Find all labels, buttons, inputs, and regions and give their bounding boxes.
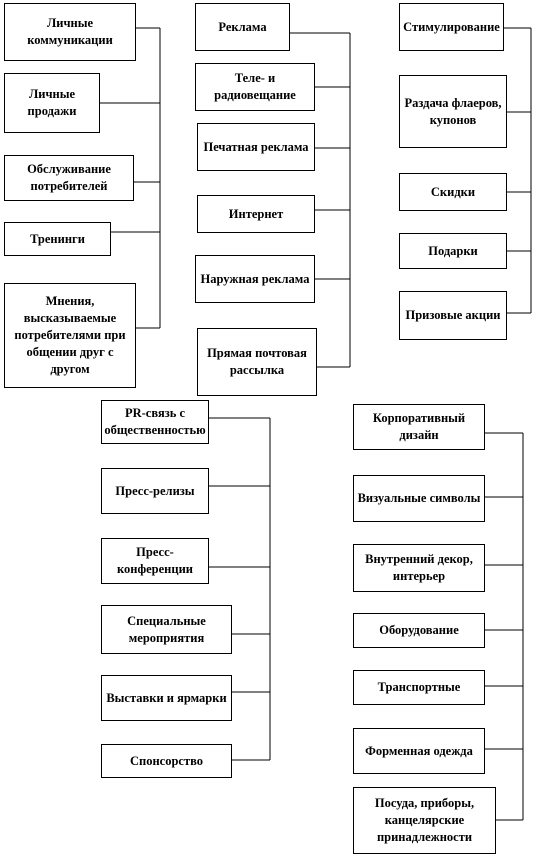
- personal-item-box-1: Личные продажи: [4, 73, 100, 133]
- advertising-item-box-3: Интернет: [197, 195, 315, 233]
- corporate-head-box: Корпоративный дизайн: [353, 404, 485, 450]
- stimulation-item-box-3: Подарки: [399, 233, 507, 269]
- pr-item-box-3: Специальные мероприятия: [101, 605, 232, 654]
- corporate-item-label: Внутренний декор, интерьер: [365, 552, 473, 583]
- stimulation-item-label: Раздача флаеров, купонов: [404, 95, 502, 127]
- stimulation-item-label: Скидки: [430, 184, 476, 199]
- corporate-item-label: Визуальные символы: [357, 491, 481, 506]
- corporate-item-label: Форменная одежда: [365, 743, 473, 758]
- stimulation-item-label: Призовые акции: [405, 308, 501, 323]
- pr-item-label: Специальные мероприятия: [127, 613, 206, 645]
- advertising-item-label: Печатная реклама: [203, 139, 309, 154]
- personal-item-box-4: Мнения, высказываемые потребителями при …: [4, 283, 136, 388]
- corporate-item-label: Транспортные: [377, 680, 461, 695]
- advertising-item-box-5: Прямая почтовая рассылка: [197, 328, 317, 396]
- personal-item-label: Мнения, высказываемые потребителями при …: [14, 294, 126, 376]
- personal-item-label: Личные продажи: [27, 87, 77, 118]
- corporate-item-box-2: Внутренний декор, интерьер: [353, 544, 485, 592]
- corporate-item-box-4: Транспортные: [353, 670, 485, 705]
- corporate-item-box-6: Посуда, приборы, канцелярские принадлежн…: [353, 787, 496, 854]
- stimulation-item-box-2: Скидки: [399, 173, 507, 211]
- stimulation-item-label: Подарки: [428, 243, 478, 258]
- pr-item-box-1: Пресс-релизы: [101, 468, 209, 514]
- pr-item-box-5: Спонсорство: [101, 744, 232, 778]
- corporate-item-box-5: Форменная одежда: [353, 728, 485, 774]
- personal-item-label: Тренинги: [30, 231, 85, 246]
- corporate-item-label: Посуда, приборы, канцелярские принадлежн…: [374, 796, 475, 844]
- pr-item-box-4: Выставки и ярмарки: [101, 675, 232, 721]
- corporate-item-label: Оборудование: [379, 623, 459, 638]
- advertising-item-label: Теле- и радиовещание: [214, 71, 296, 102]
- pr-item-label: Пресс-конференции: [117, 545, 193, 576]
- advertising-item-box-4: Наружная реклама: [195, 255, 315, 303]
- pr-head-box: PR-связь с общественностью: [101, 400, 209, 444]
- pr-item-label: Пресс-релизы: [115, 483, 195, 498]
- advertising-item-label: Наружная реклама: [200, 271, 310, 286]
- personal-item-label: Обслуживание потребителей: [27, 162, 111, 193]
- pr-item-label: Выставки и ярмарки: [106, 690, 227, 705]
- corporate-item-box-3: Оборудование: [353, 613, 485, 648]
- stimulation-item-box-1: Раздача флаеров, купонов: [399, 75, 507, 148]
- pr-head-label: PR-связь с общественностью: [104, 406, 206, 437]
- corporate-item-box-1: Визуальные символы: [353, 475, 485, 522]
- advertising-item-box-2: Печатная реклама: [197, 123, 315, 171]
- stimulation-head-label: Стимулирование: [403, 19, 500, 34]
- advertising-item-box-1: Теле- и радиовещание: [195, 63, 315, 111]
- advertising-head-box: Реклама: [195, 3, 290, 51]
- personal-head-label: Личные коммуникации: [27, 16, 113, 47]
- personal-head-box: Личные коммуникации: [4, 3, 136, 61]
- advertising-item-label: Интернет: [228, 206, 284, 221]
- personal-item-box-3: Тренинги: [4, 222, 111, 256]
- advertising-item-label: Прямая почтовая рассылка: [207, 346, 307, 377]
- advertising-head-label: Реклама: [218, 19, 267, 34]
- stimulation-head-box: Стимулирование: [399, 3, 504, 51]
- pr-item-box-2: Пресс-конференции: [101, 538, 209, 584]
- stimulation-item-box-4: Призовые акции: [399, 291, 507, 340]
- personal-item-box-2: Обслуживание потребителей: [4, 155, 134, 201]
- pr-item-label: Спонсорство: [129, 753, 204, 768]
- corporate-head-label: Корпоративный дизайн: [372, 411, 466, 442]
